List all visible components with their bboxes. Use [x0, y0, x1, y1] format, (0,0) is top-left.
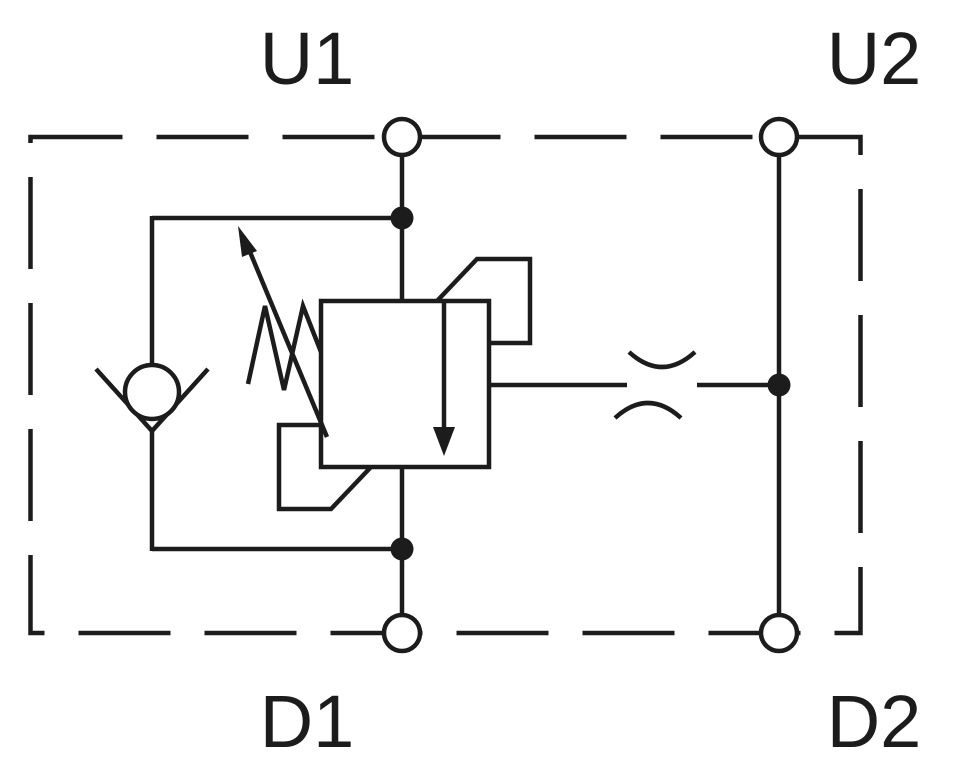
junction-dots [390, 206, 791, 561]
port-label-u1: U1 [260, 17, 355, 100]
adjustment-arrow-icon [238, 226, 330, 438]
linework-root [28, 116, 863, 654]
port-label-u2: U2 [827, 17, 922, 100]
spring-icon [245, 298, 324, 391]
orifice-icon [489, 350, 779, 420]
junction-dot [390, 206, 414, 230]
adjustment-arrow-shaft [247, 251, 330, 438]
port-nodes [381, 116, 800, 654]
enclosure-boundary [28, 134, 863, 636]
port-d1-node [381, 612, 423, 654]
port-label-d1: D1 [260, 680, 355, 763]
adjustment-arrowhead [238, 226, 257, 257]
pilot-line-bottom [276, 422, 373, 512]
pilot-line-top [435, 256, 533, 346]
junction-dot [390, 537, 414, 561]
port-u1-node [381, 116, 423, 158]
orifice-arc-top [627, 350, 697, 370]
port-d2-node [758, 612, 800, 654]
valve-body [318, 298, 492, 470]
orifice-arc-bottom [613, 400, 683, 420]
flow-arrow-icon [433, 301, 455, 456]
junction-dot [767, 373, 791, 397]
flow-arrowhead [433, 427, 455, 456]
port-label-d2: D2 [827, 680, 922, 763]
port-u2-node [758, 116, 800, 158]
port-labels: U1 U2 D1 D2 [260, 17, 922, 763]
check-valve-icon [94, 362, 210, 435]
check-valve-seat [94, 367, 210, 435]
check-valve-ball [122, 362, 182, 422]
